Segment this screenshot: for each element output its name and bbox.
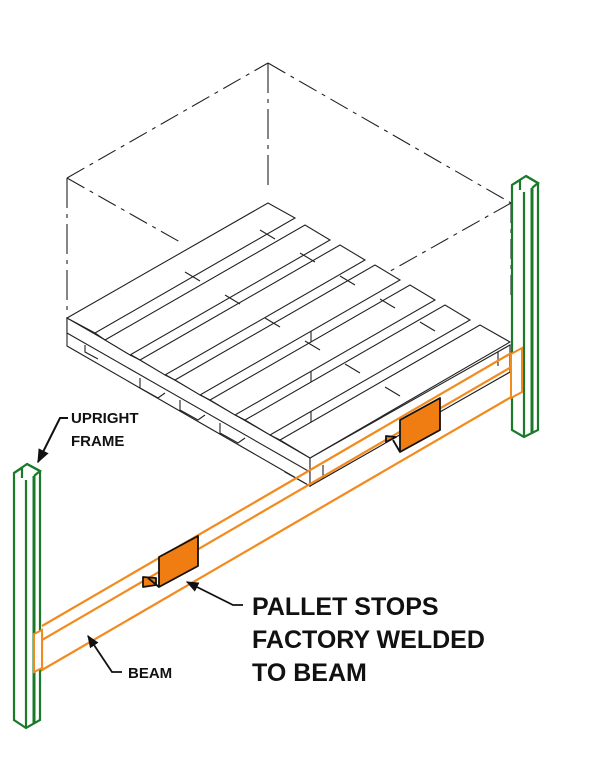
- pallet-stops-callout-line-2: FACTORY WELDED: [252, 626, 485, 654]
- pallet-stops-callout: PALLET STOPS FACTORY WELDED TO BEAM: [252, 593, 485, 687]
- pallet-stop-rear: [385, 397, 441, 453]
- pallet-stops-callout-line-3: TO BEAM: [252, 659, 367, 687]
- pallet-stops-callout-line-1: PALLET STOPS: [252, 593, 439, 621]
- upright-frame-callout: UPRIGHT FRAME: [71, 410, 139, 450]
- beam-callout: BEAM: [128, 665, 172, 682]
- upright-left: [12, 462, 42, 730]
- upright-callout-line-1: UPRIGHT: [71, 410, 139, 427]
- upright-leader-arrow: [37, 417, 68, 464]
- upright-right: [510, 174, 540, 439]
- upright-callout-line-2: FRAME: [71, 433, 124, 450]
- beam-leader-arrow: [87, 634, 122, 673]
- beam-callout-line-1: BEAM: [128, 665, 172, 682]
- pallet-stops-leader-arrow: [185, 581, 243, 606]
- beam-connector-right: [510, 346, 523, 400]
- beam-connector-left: [33, 628, 43, 674]
- pallet: [65, 202, 512, 487]
- pallet-stop-front: [142, 535, 199, 588]
